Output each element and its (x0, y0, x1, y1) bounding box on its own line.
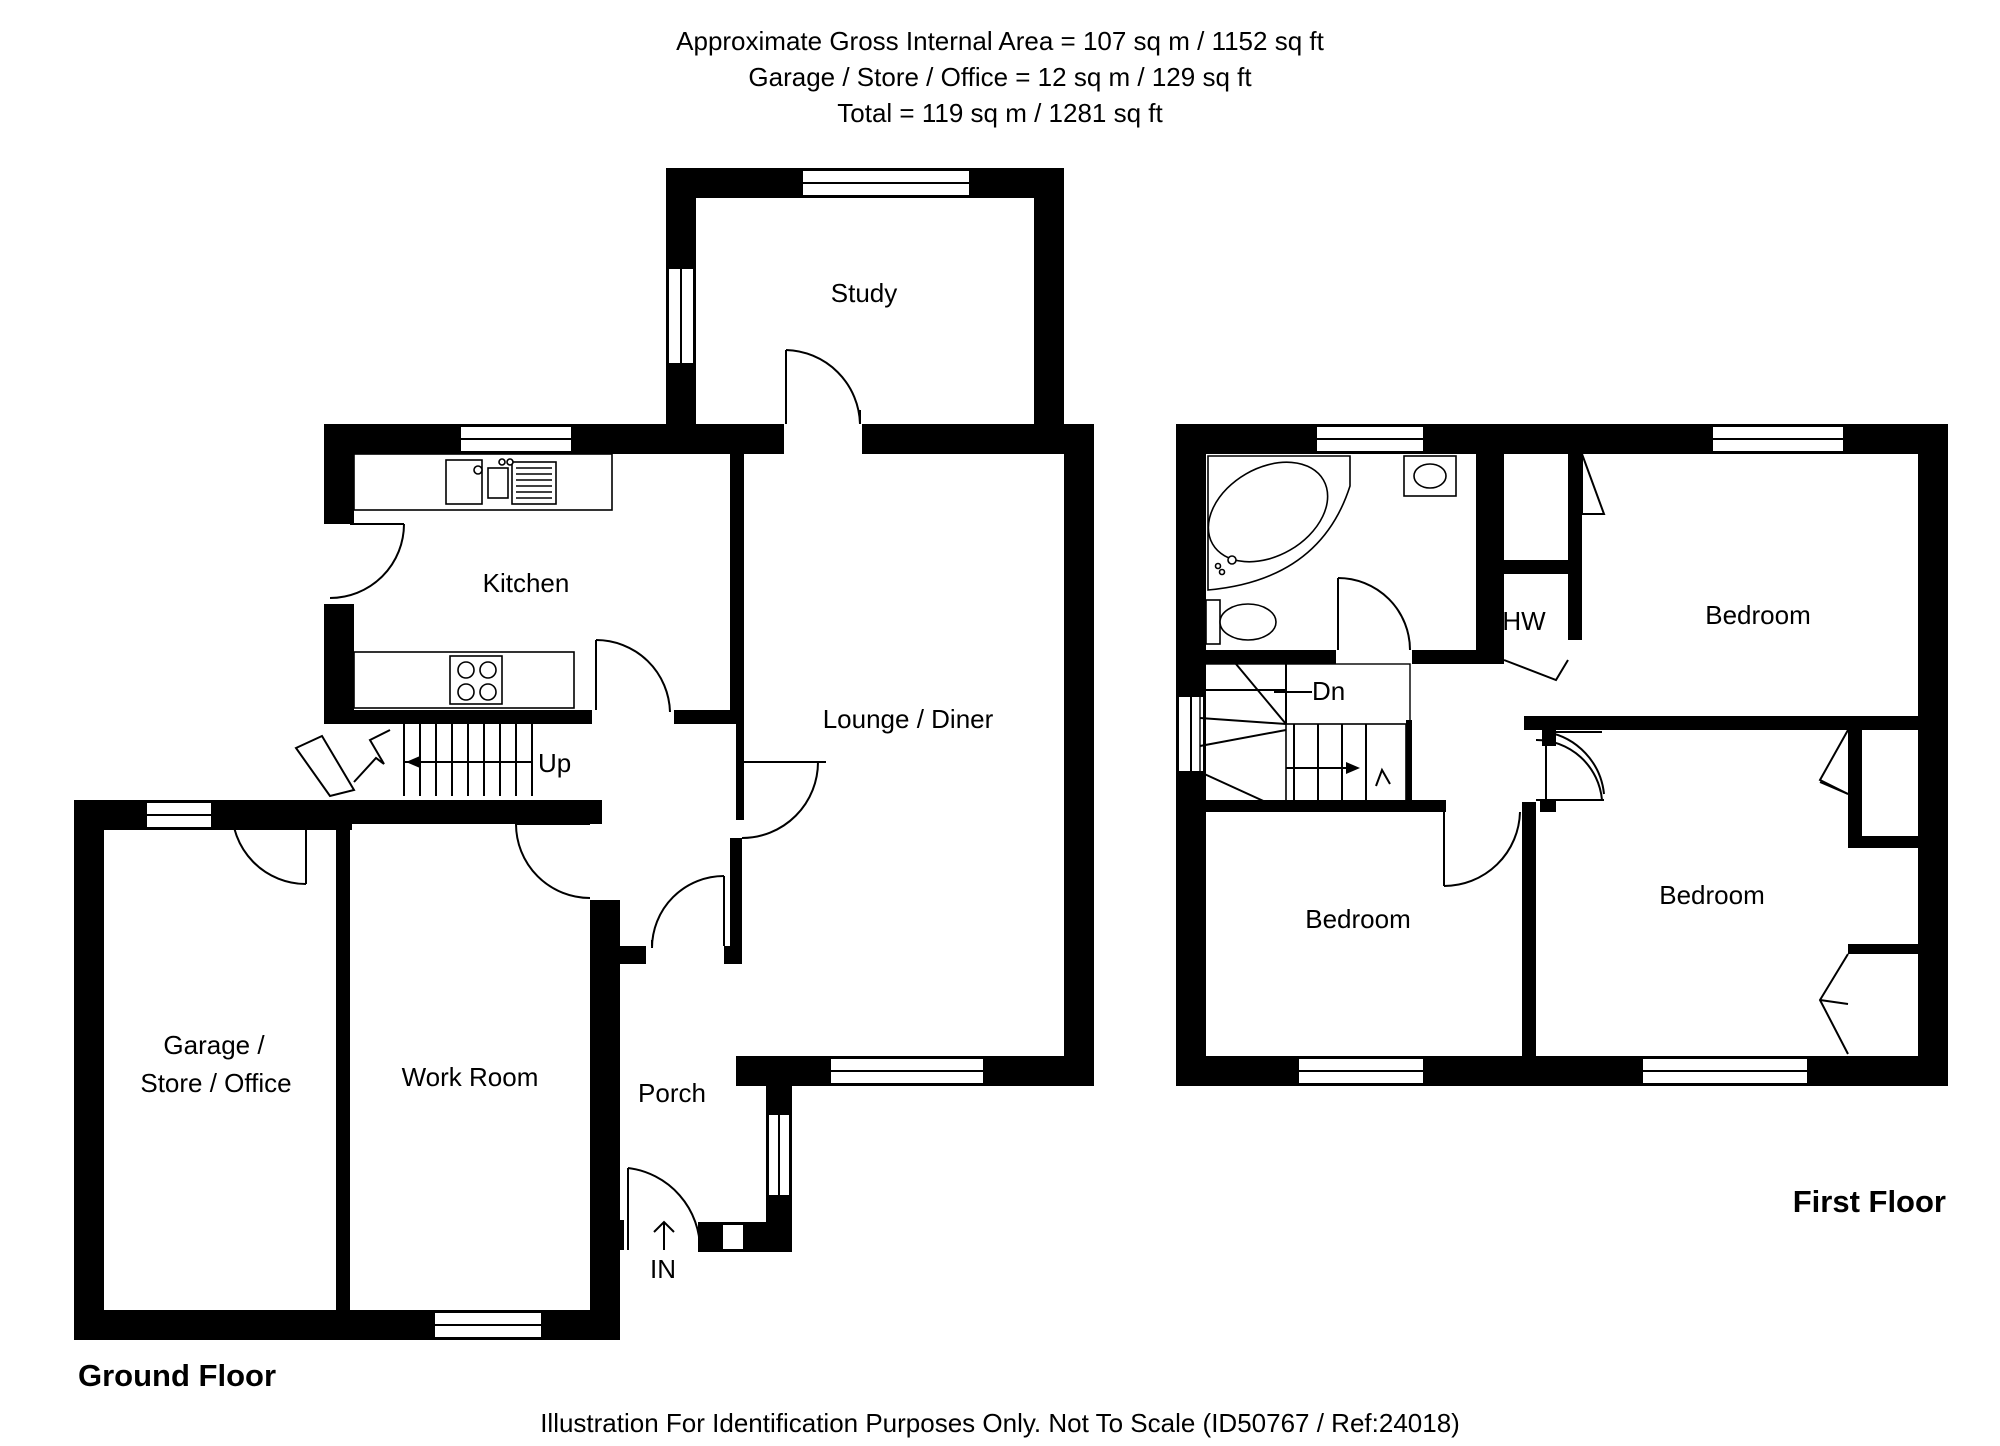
bedroom-1-label: Bedroom (1705, 600, 1811, 630)
work-room-door-swing (515, 823, 591, 899)
kitchen-walls (324, 424, 742, 724)
area-summary-line-2: Garage / Store / Office = 12 sq m / 129 … (748, 62, 1252, 92)
bedroom-2-door-swing (1535, 738, 1603, 801)
toilet-icon (1205, 599, 1221, 645)
ground-floor-top-walls (324, 349, 1094, 454)
bedroom-3-label: Bedroom (1305, 904, 1411, 934)
first-floor-title: First Floor (1793, 1184, 1946, 1219)
kitchen-label: Kitchen (483, 568, 570, 598)
lounge-door-swing (741, 761, 819, 839)
porch-inner-door-swing (651, 875, 725, 949)
porch-walls (604, 838, 792, 1252)
hot-water-label: HW (1502, 606, 1546, 636)
bedroom-3-door-swing (1443, 811, 1521, 887)
garage-label-line-1: Garage / (163, 1030, 265, 1060)
kitchen-units (353, 453, 613, 709)
porch-label: Porch (638, 1078, 706, 1108)
first-floor-stairs (1199, 663, 1446, 812)
cupboard-door (1581, 453, 1606, 515)
airing-cupboard (1490, 440, 1606, 682)
garage-door-swing (230, 807, 307, 885)
bathroom (1200, 440, 1490, 664)
ground-stairs (294, 724, 533, 798)
lounge-walls (736, 424, 1094, 1086)
hw-door (1503, 659, 1569, 682)
bathroom-door-swing (1337, 577, 1411, 651)
disclaimer-footer: Illustration For Identification Purposes… (540, 1408, 1460, 1438)
ground-floor-title: Ground Floor (78, 1358, 276, 1393)
ground-floor-plan: Study Kitchen Lounge / Diner Garage / St… (74, 168, 1094, 1393)
wardrobes (1818, 729, 1918, 1055)
stairs-up-label: Up (538, 748, 571, 778)
garage-label-line-2: Store / Office (140, 1068, 291, 1098)
area-summary-line-1: Approximate Gross Internal Area = 107 sq… (676, 26, 1324, 56)
study-label: Study (831, 278, 898, 308)
entrance-label: IN (650, 1254, 676, 1284)
bedroom-1-door-swing (1545, 731, 1605, 795)
study-door-swing (785, 349, 861, 425)
first-floor-outer-walls (1176, 424, 1948, 1086)
front-door-swing (627, 1167, 702, 1251)
bedroom-2-label: Bedroom (1659, 880, 1765, 910)
work-room-label: Work Room (402, 1062, 539, 1092)
first-floor-plan: Bedroom Bedroom Bedroom HW Dn First Floo… (1176, 424, 1948, 1219)
first-floor-partitions (1443, 716, 1918, 1066)
stairs-down-label: Dn (1312, 676, 1345, 706)
study-walls (666, 168, 1064, 426)
lounge-label: Lounge / Diner (823, 704, 994, 734)
kitchen-worktop-top (353, 453, 613, 511)
area-summary-line-3: Total = 119 sq m / 1281 sq ft (837, 98, 1163, 128)
kitchen-door-swing (595, 639, 671, 713)
kitchen-side-door-swing (329, 523, 405, 599)
